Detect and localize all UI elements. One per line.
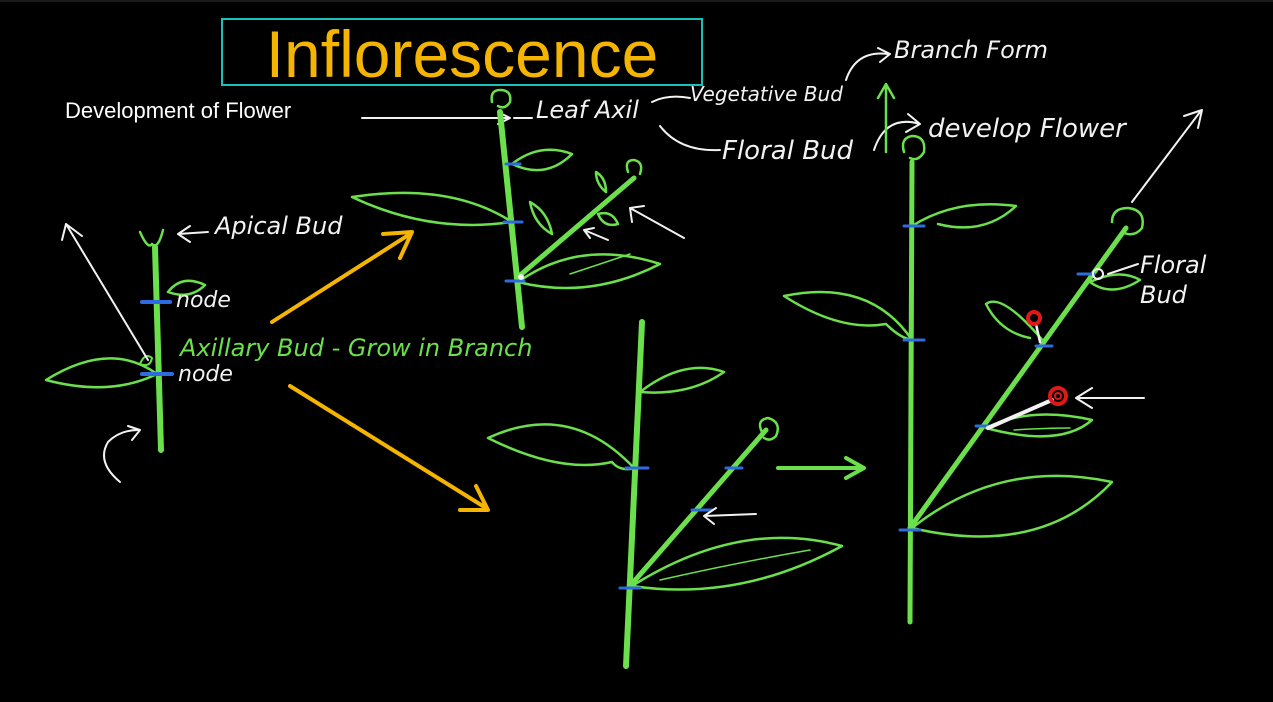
floral-bud-red-1	[1026, 310, 1042, 326]
develop-flower-arrow	[873, 113, 921, 151]
yellow-arrow-down-head	[458, 484, 490, 512]
plant-4-apical-bud	[901, 134, 926, 161]
plant-1-arrow-head	[61, 223, 83, 241]
plant-4-stem	[907, 159, 915, 625]
label-node-lower: node	[178, 362, 233, 387]
title-box: Inflorescence	[221, 17, 703, 91]
branch-form-arrow	[845, 47, 891, 81]
label-branch-form: Branch Form	[894, 36, 1049, 64]
plant-2-leaf-3	[528, 200, 554, 236]
green-up-arrow	[876, 82, 896, 154]
page-title: Inflorescence	[265, 17, 659, 91]
plant-3-branch	[627, 427, 769, 589]
plant-1	[44, 223, 209, 483]
plant-3	[486, 319, 844, 669]
plant-4-leaf-big	[910, 474, 1114, 538]
plant-2-branch	[515, 175, 637, 280]
yellow-arrow-up-head	[381, 230, 414, 260]
label-apical-bud: Apical Bud	[215, 212, 343, 240]
plant-3-stem	[623, 319, 645, 669]
subtitle-arrow	[361, 111, 511, 125]
plant-1-apical-bud	[138, 228, 165, 247]
plant-4	[782, 109, 1203, 625]
plant-3-leaf-2	[486, 423, 638, 471]
plant-2-leaf-1	[510, 148, 574, 172]
yellow-arrow-down-line	[288, 384, 488, 510]
floral-bud-red-2	[1048, 386, 1068, 406]
plant-1-axillary-bud	[139, 355, 153, 367]
label-develop-flower: develop Flower	[928, 114, 1126, 144]
plant-1-leaf-lower	[44, 357, 159, 389]
yellow-arrow-up-line	[270, 232, 412, 324]
apical-bud-pointer	[177, 225, 209, 243]
green-right-arrow	[776, 456, 866, 480]
plant-1-leaf-upper	[166, 279, 207, 297]
plant-2-leaf-4	[516, 253, 662, 290]
plant-1-stem	[152, 244, 164, 453]
plant-2-apical-bud	[490, 88, 512, 109]
label-leaf-axil: Leaf Axil	[536, 96, 639, 124]
label-node-upper: node	[176, 288, 231, 313]
plant-1-curve-arrow	[103, 429, 139, 483]
plant-2-leaf-2	[350, 191, 514, 227]
plant-1-arrow-line	[65, 223, 149, 361]
plant-4-branch	[907, 225, 1129, 531]
plant-3-leaf-1	[638, 366, 726, 394]
plant-3-leaf-3	[630, 536, 844, 591]
plant-4-leaf-2	[782, 290, 914, 342]
plant-2-stem	[497, 109, 525, 330]
label-floral-bud-right: Floral Bud	[1140, 251, 1207, 309]
label-vegetative-bud: Vegetative Bud	[690, 82, 843, 106]
label-floral-bud-top: Floral Bud	[722, 136, 854, 166]
subtitle-text: Development of Flower	[65, 98, 292, 123]
label-axillary-bud: Axillary Bud - Grow in Branch	[180, 334, 533, 362]
plant-2	[350, 88, 685, 330]
plant-4-up-arrow	[1131, 109, 1203, 203]
plant-4-leaf-1	[910, 203, 1018, 229]
